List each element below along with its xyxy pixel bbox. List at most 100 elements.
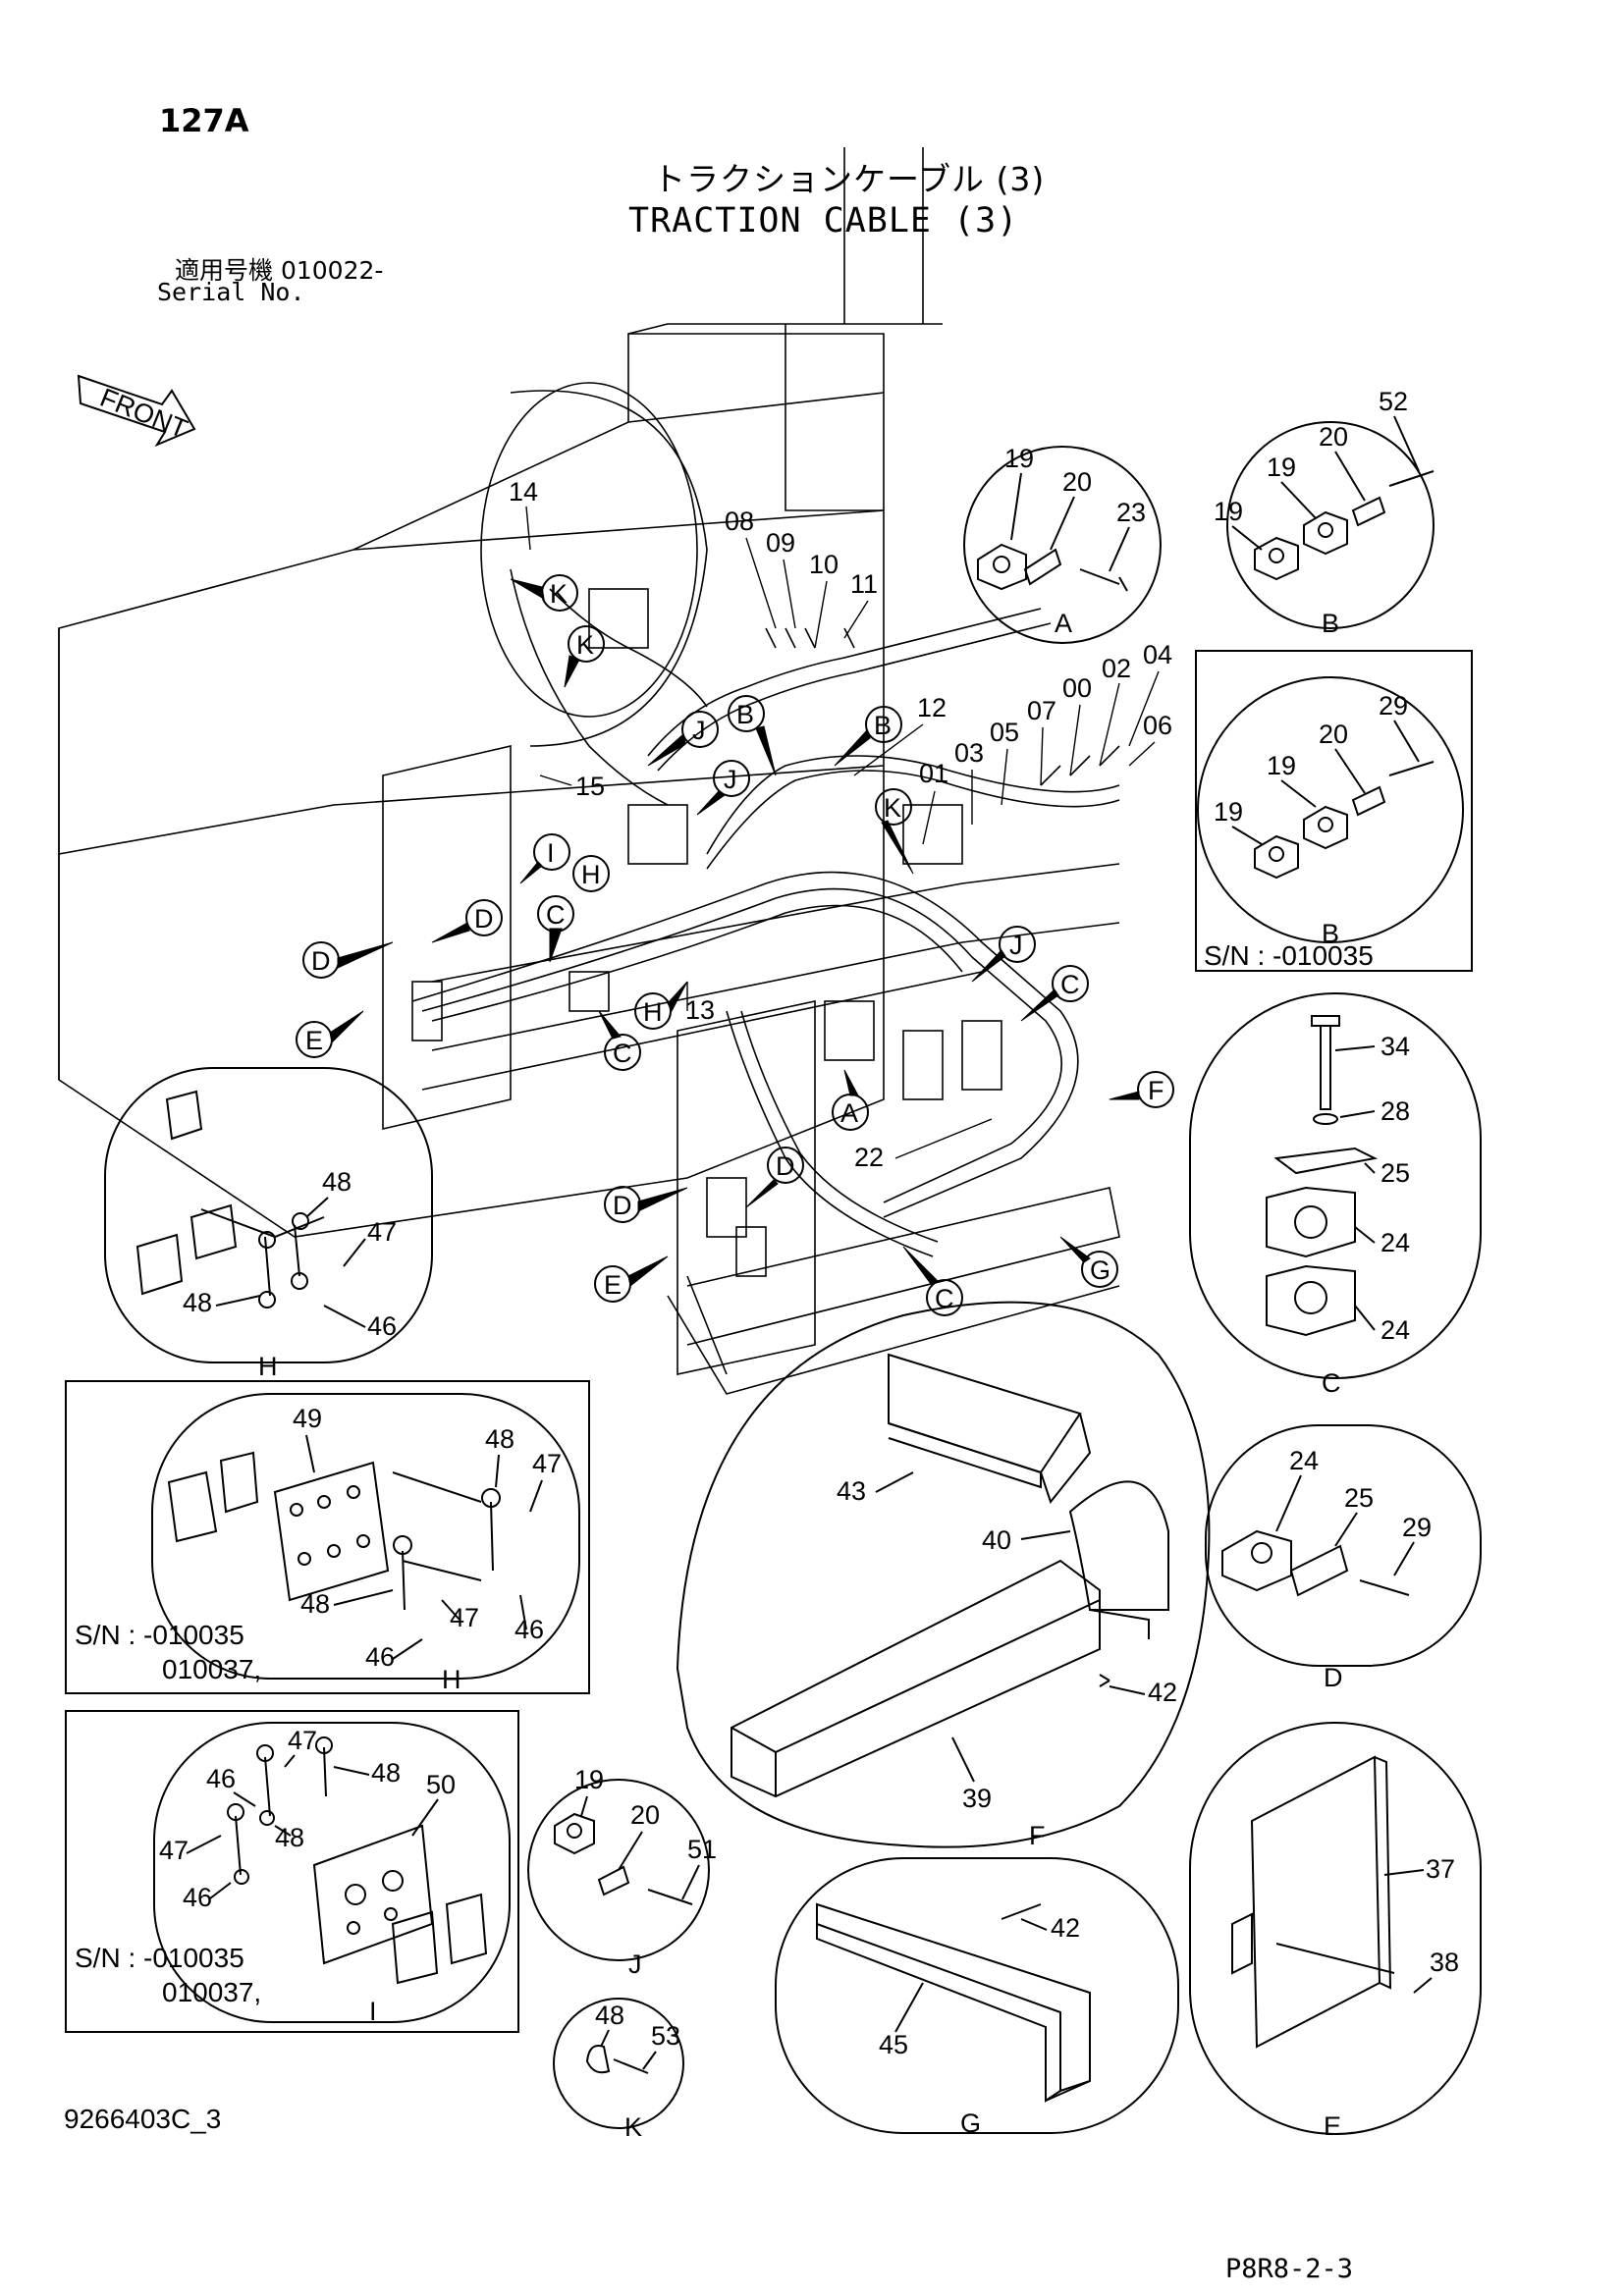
marker-K-2: K [568, 625, 605, 663]
detail-B-top-part-20: 20 [1319, 422, 1348, 452]
callout-14: 14 [509, 477, 538, 507]
marker-C-3: C [1052, 965, 1089, 1002]
detail-C-caption: C [1322, 1368, 1341, 1398]
detail-J-caption: J [628, 1949, 642, 1979]
front-arrow-icon: FRONT [77, 374, 196, 448]
detail-I-part-46b: 46 [183, 1883, 212, 1912]
detail-E-caption: E [1324, 2111, 1341, 2141]
marker-J-1: J [681, 711, 719, 748]
svg-text:G: G [1090, 1255, 1110, 1285]
detail-H-top-caption: H [258, 1352, 278, 1381]
detail-H-sn-serial-1: S/N : -010035 [75, 1620, 244, 1650]
detail-I-serial-1: S/N : -010035 [75, 1943, 244, 1973]
svg-text:K: K [576, 630, 594, 660]
detail-B-sn-serial: S/N : -010035 [1204, 940, 1374, 971]
svg-text:D: D [776, 1151, 795, 1181]
svg-text:F: F [1148, 1076, 1164, 1105]
svg-text:J: J [1009, 931, 1023, 960]
detail-B-top-caption: B [1322, 609, 1339, 638]
detail-B-sn-part-19a: 19 [1267, 751, 1296, 780]
callout-11: 11 [850, 569, 878, 599]
detail-H-sn-part-47a: 47 [532, 1449, 562, 1478]
detail-I-part-47a: 47 [288, 1726, 317, 1755]
detail-E: 37 38 E [1189, 1722, 1482, 2141]
callout-07: 07 [1027, 696, 1056, 725]
main-letter-markers: K K J J B B I H C D D E H C K J C F A D … [296, 574, 1174, 1316]
detail-J: 19 20 51 J [527, 1765, 717, 1979]
detail-E-part-37: 37 [1426, 1854, 1455, 1884]
detail-C-part-24b: 24 [1380, 1315, 1410, 1345]
detail-B-top-part-19a: 19 [1267, 453, 1296, 482]
detail-F-caption: F [1029, 1821, 1046, 1850]
detail-I-part-48b: 48 [275, 1823, 304, 1852]
detail-H-top-part-46: 46 [367, 1311, 397, 1341]
detail-H-top-part-48a: 48 [322, 1167, 352, 1197]
marker-J-3: J [999, 926, 1036, 963]
main-assembly [58, 147, 1120, 1395]
detail-A-part-19: 19 [1004, 444, 1034, 473]
marker-pointers [329, 578, 1140, 1287]
detail-D-part-29: 29 [1402, 1513, 1432, 1542]
callout-10: 10 [809, 550, 839, 579]
front-label: FRONT [96, 383, 191, 445]
detail-J-part-20: 20 [630, 1800, 660, 1830]
detail-H-sn-part-48b: 48 [300, 1589, 330, 1619]
marker-K-1: K [541, 574, 578, 612]
detail-A-caption: A [1055, 609, 1072, 638]
detail-E-part-38: 38 [1430, 1948, 1459, 1977]
detail-D-part-24: 24 [1289, 1446, 1319, 1475]
page-reference: P8R8-2-3 [1225, 2254, 1354, 2284]
marker-K-3: K [875, 788, 912, 826]
callout-01: 01 [919, 759, 948, 788]
detail-H-sn-serial-2: 010037, [162, 1654, 261, 1684]
page-code: 127A [159, 102, 249, 139]
svg-text:H: H [643, 997, 663, 1027]
detail-I: 47 48 46 48 50 47 46 I S/N : -010035 010… [65, 1710, 519, 2033]
svg-text:E: E [604, 1270, 622, 1300]
detail-I-caption: I [369, 1997, 377, 2026]
detail-F: 43 40 42 39 F [676, 1301, 1211, 1850]
marker-G: G [1081, 1251, 1118, 1288]
detail-B-sn: 29 20 19 19 B S/N : -010035 [1195, 650, 1473, 972]
detail-B-top: 52 20 19 19 B [1214, 387, 1435, 638]
marker-F: F [1137, 1071, 1174, 1108]
detail-I-part-50: 50 [426, 1770, 456, 1799]
serial-applicable-label: 適用号機 010022- [175, 256, 384, 285]
marker-H-2: H [634, 992, 672, 1030]
detail-K-caption: K [624, 2112, 642, 2142]
marker-C-2: C [604, 1034, 641, 1071]
svg-text:H: H [581, 860, 601, 889]
detail-C-part-34: 34 [1380, 1032, 1410, 1061]
marker-E-1: E [296, 1021, 333, 1058]
svg-text:D: D [311, 946, 331, 976]
marker-B-1: B [728, 695, 765, 732]
title-japanese: トラクションケーブル (3) [653, 160, 1046, 198]
marker-A: A [832, 1094, 869, 1131]
callout-05: 05 [990, 718, 1019, 747]
marker-D-1: D [302, 941, 340, 979]
title-english: TRACTION CABLE (3) [628, 201, 1019, 240]
svg-text:D: D [474, 904, 494, 934]
detail-F-part-42: 42 [1148, 1678, 1177, 1707]
detail-C: 34 28 25 24 24 C [1189, 992, 1482, 1398]
callout-13: 13 [685, 995, 715, 1025]
detail-G-caption: G [960, 2109, 981, 2138]
detail-C-part-24a: 24 [1380, 1228, 1410, 1257]
detail-H-sn-part-48a: 48 [485, 1424, 514, 1454]
marker-D-4: D [767, 1147, 804, 1184]
detail-D-part-25: 25 [1344, 1483, 1374, 1513]
detail-H-sn: 49 48 47 48 47 46 46 H S/N : -010035 010… [65, 1380, 590, 1694]
callout-06: 06 [1143, 711, 1172, 740]
marker-E-2: E [594, 1265, 631, 1303]
marker-C-1: C [537, 895, 574, 933]
callout-02: 02 [1102, 654, 1131, 683]
svg-text:D: D [613, 1191, 632, 1220]
svg-text:A: A [840, 1098, 858, 1128]
detail-J-part-19: 19 [574, 1765, 604, 1794]
detail-D-caption: D [1324, 1663, 1343, 1692]
detail-F-part-39: 39 [962, 1784, 992, 1813]
detail-B-sn-caption: B [1322, 919, 1339, 948]
detail-K-part-53: 53 [651, 2021, 680, 2051]
marker-B-2: B [865, 706, 902, 743]
